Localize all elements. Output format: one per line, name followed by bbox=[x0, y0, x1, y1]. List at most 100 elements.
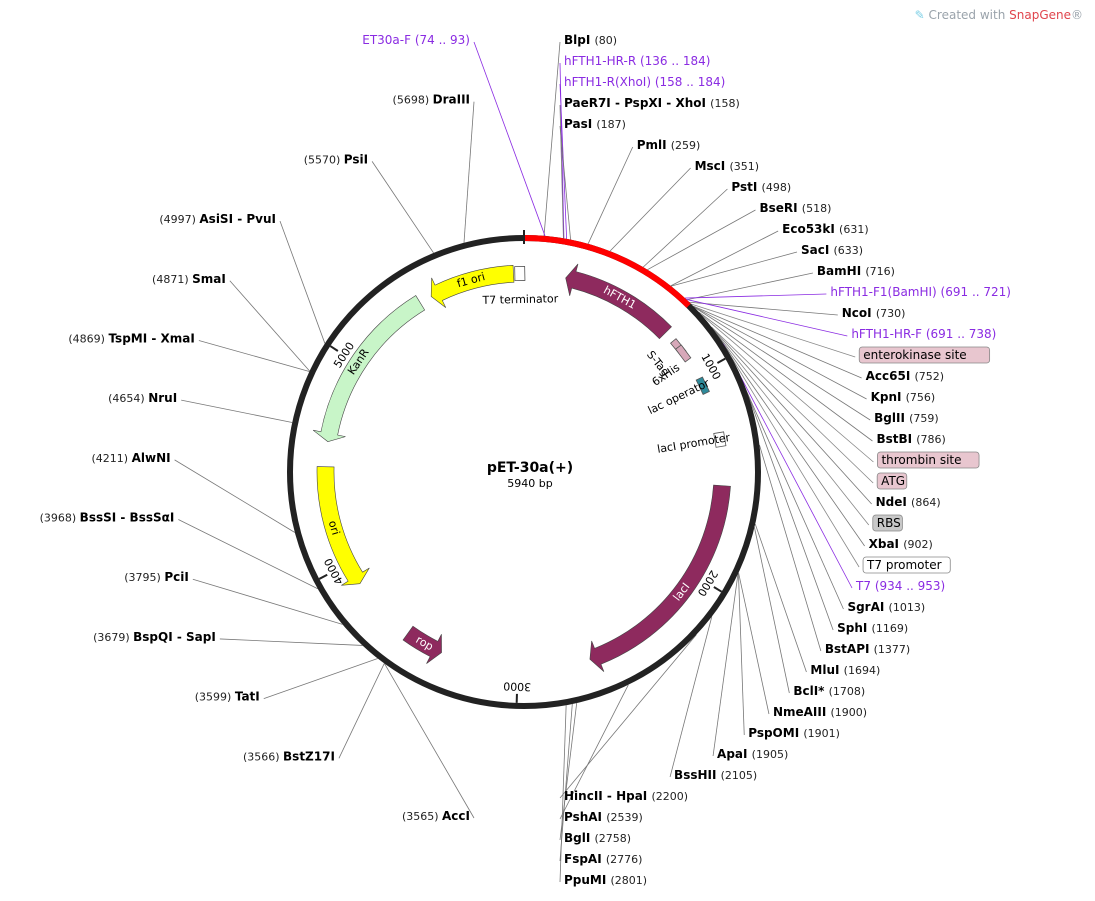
site-msci[interactable]: MscI (351) bbox=[695, 159, 759, 173]
site-primer-name: hFTH1-HR-R bbox=[564, 54, 640, 68]
site-position: (4211) bbox=[92, 452, 132, 465]
site-name: BclI* (1708) bbox=[793, 684, 865, 698]
connector-line bbox=[559, 684, 629, 820]
site-enzyme-name: XbaI bbox=[869, 537, 904, 551]
watermark-suffix: ® bbox=[1071, 8, 1083, 22]
site-position: (716) bbox=[865, 265, 895, 278]
site-fspai[interactable]: FspAI (2776) bbox=[564, 852, 642, 866]
site-mlui[interactable]: MluI (1694) bbox=[810, 663, 880, 677]
laci-promoter-arrow bbox=[713, 431, 727, 448]
site-et30a-f[interactable]: ET30a-F (74 .. 93) bbox=[362, 33, 470, 47]
site-enzyme-name: BglI bbox=[564, 831, 595, 845]
site-nmeaiii[interactable]: NmeAIII (1900) bbox=[773, 705, 867, 719]
connector-line bbox=[587, 146, 634, 245]
connector-line bbox=[691, 303, 856, 358]
feature-laci[interactable]: lacI bbox=[589, 484, 731, 672]
site-ncoi[interactable]: NcoI (730) bbox=[842, 306, 906, 320]
feature-rop[interactable]: rop bbox=[402, 625, 442, 664]
site-rbs[interactable]: RBS bbox=[872, 514, 903, 532]
site-hincii-hpai[interactable]: HincII - HpaI (2200) bbox=[564, 789, 688, 803]
site-psii[interactable]: (5570) PsiI bbox=[304, 152, 368, 166]
site-blpi[interactable]: BlpI (80) bbox=[564, 33, 617, 47]
site-hfth1-f1-bamhi[interactable]: hFTH1-F1(BamHI) (691 .. 721) bbox=[830, 285, 1011, 299]
site-name: PspOMI (1901) bbox=[748, 726, 840, 740]
site-name: Eco53kI (631) bbox=[782, 222, 868, 236]
site-bsssi-bsss-i[interactable]: (3968) BssSI - BssSαI bbox=[40, 511, 175, 525]
site-position: (902) bbox=[903, 538, 933, 551]
site-enterokinase-site[interactable]: enterokinase site bbox=[858, 346, 991, 364]
site-enzyme-name: KpnI bbox=[871, 390, 906, 404]
site-ppumi[interactable]: PpuMI (2801) bbox=[564, 873, 647, 887]
site-acc65i[interactable]: Acc65I (752) bbox=[866, 369, 944, 383]
site-bgli[interactable]: BglI (2758) bbox=[564, 831, 631, 845]
site-bamhi[interactable]: BamHI (716) bbox=[817, 264, 895, 278]
site-sgrai[interactable]: SgrAI (1013) bbox=[847, 600, 925, 614]
site-paer7i-pspxi-xhoi[interactable]: PaeR7I - PspXI - XhoI (158) bbox=[564, 96, 740, 110]
site-psti[interactable]: PstI (498) bbox=[731, 180, 791, 194]
site-primer-name: ET30a-F bbox=[362, 33, 415, 47]
site-bstbi[interactable]: BstBI (786) bbox=[876, 432, 945, 446]
site-asisi-pvui[interactable]: (4997) AsiSI - PvuI bbox=[159, 212, 276, 226]
connector-line bbox=[559, 703, 573, 862]
site-smai[interactable]: (4871) SmaI bbox=[152, 272, 226, 286]
connector-line bbox=[693, 306, 867, 400]
site-apai[interactable]: ApaI (1905) bbox=[717, 747, 788, 761]
site-name: hFTH1-R(XhoI) (158 .. 184) bbox=[564, 75, 725, 89]
site-name: (5698) DraIII bbox=[393, 93, 470, 107]
site-t7[interactable]: T7 (934 .. 953) bbox=[855, 579, 945, 593]
site-name: XbaI (902) bbox=[869, 537, 933, 551]
site-position: (3565) bbox=[402, 810, 442, 823]
site-tspmi-xmai[interactable]: (4869) TspMI - XmaI bbox=[68, 331, 194, 345]
connector-line bbox=[263, 658, 378, 699]
feature-label: ori bbox=[326, 519, 343, 536]
site-tati[interactable]: (3599) TatI bbox=[195, 690, 260, 704]
site-bsshii[interactable]: BssHII (2105) bbox=[674, 768, 757, 782]
connector-line bbox=[559, 703, 578, 841]
site-bglii[interactable]: BglII (759) bbox=[874, 411, 939, 425]
feature-f1-ori[interactable]: f1 ori bbox=[430, 264, 515, 308]
site-alwni[interactable]: (4211) AlwNI bbox=[92, 451, 171, 465]
site-enzyme-name: BstAPI bbox=[825, 642, 874, 656]
site-name: (5570) PsiI bbox=[304, 152, 368, 166]
site-name: SphI (1169) bbox=[837, 621, 908, 635]
site-enzyme-name: SphI bbox=[837, 621, 871, 635]
site-eco53ki[interactable]: Eco53kI (631) bbox=[782, 222, 868, 236]
feature-ori[interactable]: ori bbox=[316, 466, 370, 586]
connector-line bbox=[371, 161, 434, 254]
site-position: (2776) bbox=[606, 853, 643, 866]
site-sphi[interactable]: SphI (1169) bbox=[837, 621, 908, 635]
site-hfth1-hr-r[interactable]: hFTH1-HR-R (136 .. 184) bbox=[564, 54, 710, 68]
site-enzyme-name: DraIII bbox=[433, 93, 470, 107]
site-pshai[interactable]: PshAI (2539) bbox=[564, 810, 643, 824]
site-saci[interactable]: SacI (633) bbox=[801, 243, 863, 257]
site-hfth1-r-xhoi[interactable]: hFTH1-R(XhoI) (158 .. 184) bbox=[564, 75, 725, 89]
site-bspqi-sapi[interactable]: (3679) BspQI - SapI bbox=[93, 630, 216, 644]
site-bstapi[interactable]: BstAPI (1377) bbox=[825, 642, 910, 656]
site-bcli[interactable]: BclI* (1708) bbox=[793, 684, 865, 698]
site-acci[interactable]: (3565) AccI bbox=[402, 809, 470, 823]
site-t7-promoter[interactable]: T7 promoter bbox=[862, 556, 951, 574]
site-pasi[interactable]: PasI (187) bbox=[564, 117, 626, 131]
connector-line bbox=[754, 527, 790, 694]
site-draiii[interactable]: (5698) DraIII bbox=[393, 93, 470, 107]
site-pmli[interactable]: PmlI (259) bbox=[637, 138, 701, 152]
site-bseri[interactable]: BseRI (518) bbox=[759, 201, 831, 215]
site-thrombin-site[interactable]: thrombin site bbox=[877, 451, 980, 469]
site-hfth1-hr-f[interactable]: hFTH1-HR-F (691 .. 738) bbox=[851, 327, 996, 341]
site-nrui[interactable]: (4654) NruI bbox=[108, 391, 177, 405]
site-xbai[interactable]: XbaI (902) bbox=[869, 537, 933, 551]
site-primer-name: T7 bbox=[855, 579, 875, 593]
site-position: (864) bbox=[911, 496, 941, 509]
t7-terminator-box bbox=[514, 266, 526, 282]
site-pcii[interactable]: (3795) PciI bbox=[124, 570, 189, 584]
site-enzyme-name: BglII bbox=[874, 411, 909, 425]
site-pspomi[interactable]: PspOMI (1901) bbox=[748, 726, 840, 740]
site-name: hFTH1-HR-F (691 .. 738) bbox=[851, 327, 996, 341]
site-kpni[interactable]: KpnI (756) bbox=[871, 390, 936, 404]
site-enzyme-name: TatI bbox=[235, 690, 260, 704]
site-bstz17i[interactable]: (3566) BstZ17I bbox=[243, 749, 335, 763]
site-atg[interactable]: ATG bbox=[876, 472, 908, 490]
site-enzyme-name: PspOMI bbox=[748, 726, 803, 740]
site-ndei[interactable]: NdeI (864) bbox=[876, 495, 941, 509]
feature-kanr[interactable]: KanR bbox=[312, 295, 426, 443]
